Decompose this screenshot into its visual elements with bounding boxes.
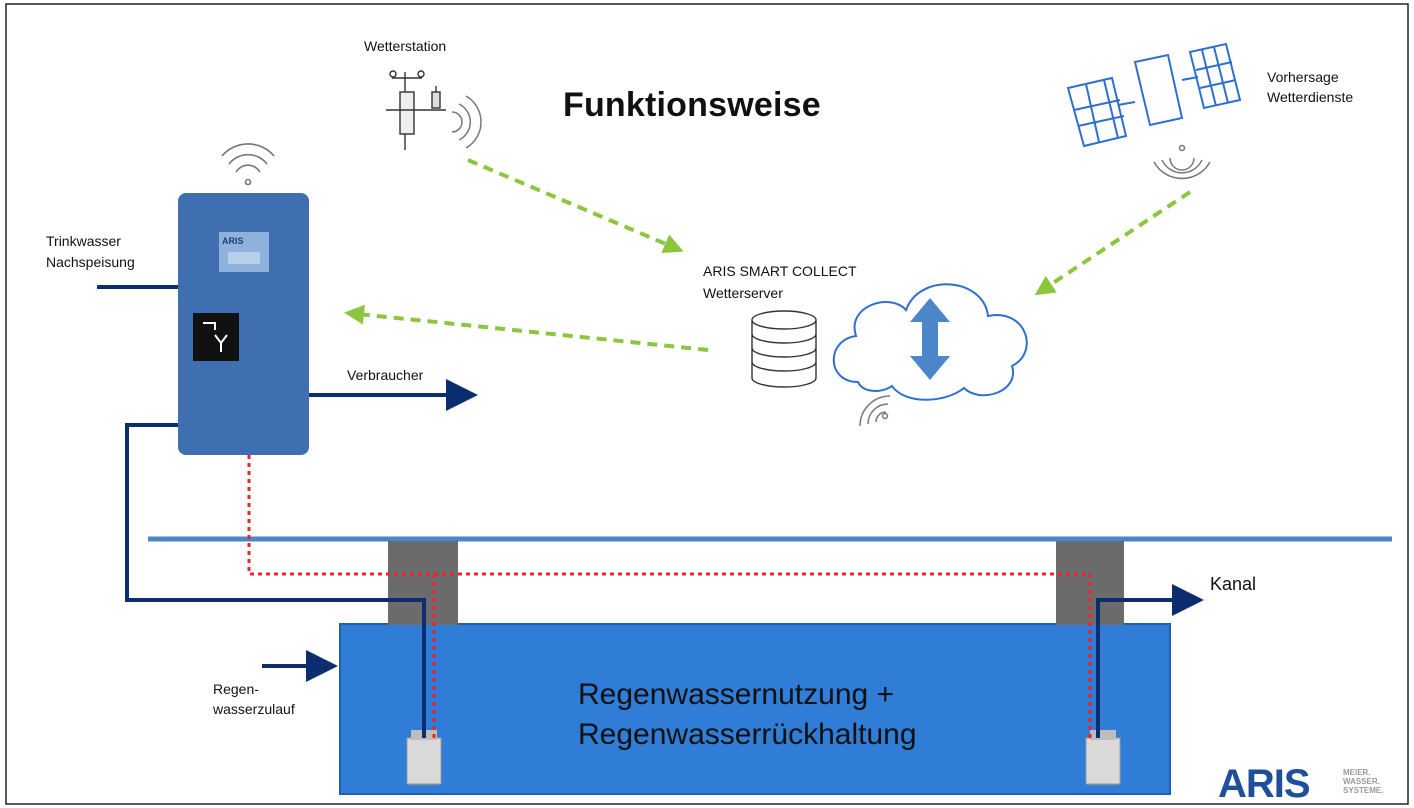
rain-inflow-label-line2: wasserzulauf	[213, 701, 295, 717]
control-line	[247, 455, 1092, 738]
rain-inflow-label-line1: Regen-	[213, 681, 259, 697]
aris-logo: ARIS	[1218, 762, 1311, 806]
server-label-line1: ARIS SMART COLLECT	[703, 263, 857, 279]
pipe-suction	[125, 423, 426, 738]
satellite-icon	[1066, 42, 1242, 148]
page-title: Funktionsweise	[563, 86, 821, 124]
image-frame	[5, 3, 1409, 805]
database-icon	[751, 310, 817, 388]
control-unit-brand: ARIS	[222, 236, 244, 246]
satellite-signal-icon	[1153, 144, 1211, 180]
server-label-line2: Wetterserver	[703, 285, 783, 301]
logo-tagline-line1: MEIER.	[1343, 768, 1371, 777]
tank-label-line1: Regenwassernutzung +	[578, 678, 895, 711]
weather-station-icon	[386, 70, 446, 150]
wifi-icon	[221, 143, 275, 186]
rainwater-tank	[339, 623, 1171, 795]
consumer-label: Verbraucher	[347, 367, 424, 383]
tank-label-line2: Regenwasserrückhaltung	[578, 718, 917, 751]
pipe-overflow-kanal	[1096, 584, 1204, 738]
drinking-water-label-line2: Nachspeisung	[46, 254, 135, 270]
signal-forecast-to-cloud	[1034, 190, 1192, 296]
logo-tagline-line3: SYSTEME.	[1343, 786, 1384, 795]
control-unit: ARIS	[178, 193, 309, 455]
pump-right	[1085, 730, 1121, 786]
drinking-water-label-line1: Trinkwasser	[46, 233, 121, 249]
signal-waves-icon	[451, 95, 482, 149]
pump-left	[406, 730, 442, 786]
sewer-label: Kanal	[1210, 574, 1257, 594]
sync-arrow-icon	[910, 298, 950, 380]
signal-server-to-control	[344, 304, 709, 352]
weather-station-label: Wetterstation	[364, 38, 447, 54]
logo-tagline-line2: WASSER.	[1343, 777, 1380, 786]
cloud-signal-icon	[859, 395, 891, 427]
logo-tagline: MEIER. WASSER. SYSTEME.	[1343, 768, 1383, 795]
cloud-icon	[832, 283, 1028, 401]
signal-station-to-server	[467, 158, 684, 253]
forecast-label-line1: Vorhersage	[1267, 69, 1339, 85]
forecast-label-line2: Wetterdienste	[1267, 89, 1354, 105]
